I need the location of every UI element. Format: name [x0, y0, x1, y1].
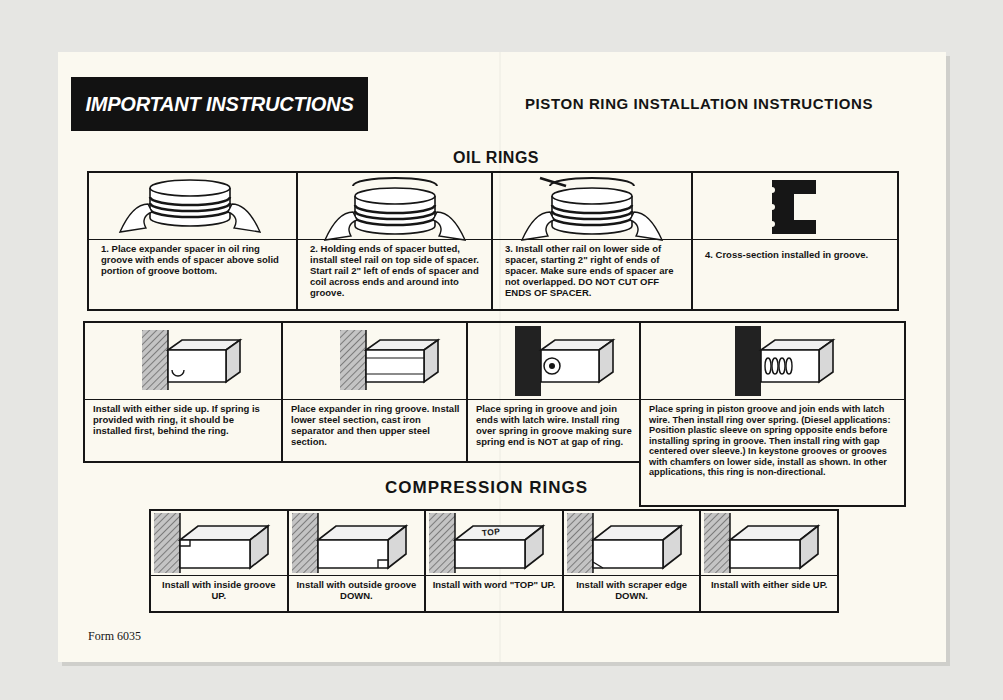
instruction-text: 1. Place expander spacer in oil ring gro…	[101, 244, 290, 277]
banner-text: IMPORTANT INSTRUCTIONS	[85, 93, 353, 116]
caption-area: Place spring in piston groove and join e…	[641, 399, 904, 505]
instruction-panel: 4. Cross-section installed in groove.	[691, 171, 899, 311]
instruction-text: Install with inside groove UP.	[155, 580, 283, 602]
instruction-text: Install with word "TOP" UP.	[430, 580, 558, 591]
instruction-text: Install with outside groove DOWN.	[293, 580, 421, 602]
instruction-text: Install with either side up. If spring i…	[93, 404, 275, 437]
instruction-text: Place expander in ring groove. Install l…	[291, 404, 460, 448]
instruction-panel: Place spring in piston groove and join e…	[639, 321, 906, 507]
instruction-panel: Install with word "TOP" UP.	[424, 509, 564, 613]
caption-area: Place spring in groove and join ends wit…	[468, 399, 639, 461]
caption-area: Place expander in ring groove. Install l…	[283, 399, 466, 461]
ring-marking: TOP	[482, 527, 501, 538]
caption-area: 4. Cross-section installed in groove.	[693, 239, 897, 309]
section-heading: COMPRESSION RINGS	[385, 479, 588, 498]
instruction-panel: Install with inside groove UP.	[149, 509, 289, 613]
caption-area: 1. Place expander spacer in oil ring gro…	[89, 239, 296, 309]
instruction-panel: 2. Holding ends of spacer butted, instal…	[296, 171, 493, 311]
header-band: IMPORTANT INSTRUCTIONS	[71, 77, 368, 131]
instruction-text: Place spring in piston groove and join e…	[649, 404, 898, 478]
caption-area: Install with either side up. If spring i…	[85, 399, 281, 461]
caption-area: Install with either side UP.	[701, 575, 837, 611]
caption-area: 2. Holding ends of spacer butted, instal…	[298, 239, 491, 309]
instruction-panel: Install with outside groove DOWN.	[287, 509, 427, 613]
instruction-text: 2. Holding ends of spacer butted, instal…	[310, 244, 485, 299]
sheet-title: PISTON RING INSTALLATION INSTRUCTIONS	[525, 95, 873, 112]
caption-area: Install with scraper edge DOWN.	[564, 575, 700, 611]
instruction-text: Install with scraper edge DOWN.	[568, 580, 696, 602]
instruction-panel: Install with either side up. If spring i…	[83, 321, 283, 463]
instruction-panel: 3. Install other rail on lower side of s…	[491, 171, 693, 311]
instruction-panel: 1. Place expander spacer in oil ring gro…	[87, 171, 298, 311]
caption-area: Install with inside groove UP.	[151, 575, 287, 611]
caption-area: Install with outside groove DOWN.	[289, 575, 425, 611]
caption-area: Install with word "TOP" UP.	[426, 575, 562, 611]
instruction-text: Place spring in groove and join ends wit…	[476, 404, 633, 448]
instruction-text: 3. Install other rail on lower side of s…	[505, 244, 685, 299]
caption-area: 3. Install other rail on lower side of s…	[493, 239, 691, 309]
instruction-text: 4. Cross-section installed in groove.	[705, 250, 891, 261]
instruction-panel: Install with either side UP.	[699, 509, 839, 613]
instruction-text: Install with either side UP.	[705, 580, 833, 591]
instruction-panel: Install with scraper edge DOWN.	[562, 509, 702, 613]
instruction-panel: Place spring in groove and join ends wit…	[466, 321, 641, 463]
form-number: Form 6035	[88, 630, 141, 643]
section-heading: OIL RINGS	[453, 149, 539, 167]
instruction-panel: Place expander in ring groove. Install l…	[281, 321, 468, 463]
